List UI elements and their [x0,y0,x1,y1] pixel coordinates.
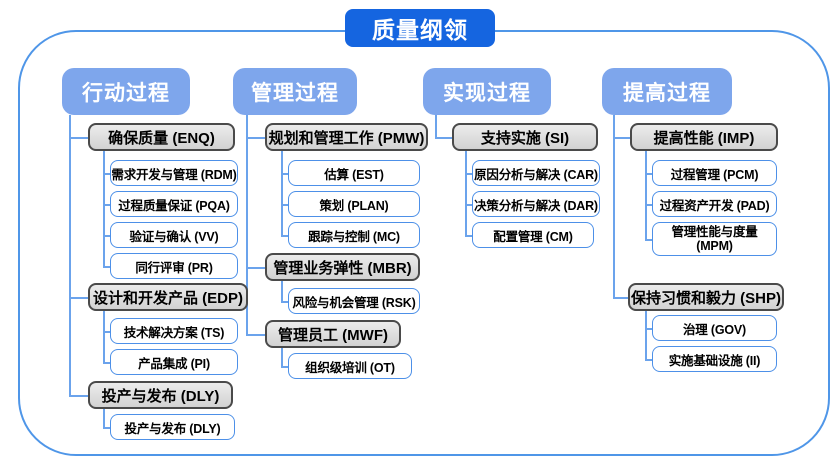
connector-line [281,348,283,366]
connector-line [103,235,110,237]
process-child-node: 配置管理 (CM) [472,222,594,248]
connector-line [103,362,110,364]
process-group-node: 管理业务弹性 (MBR) [265,253,420,281]
process-child-node: 组织级培训 (OT) [288,353,412,379]
connector-line [281,281,283,301]
connector-line [103,409,105,427]
connector-line [246,137,265,139]
process-child-node: 需求开发与管理 (RDM) [110,160,238,186]
process-child-node: 估算 (EST) [288,160,420,186]
process-child-node: 技术解决方案 (TS) [110,318,238,344]
process-group-node: 管理员工 (MWF) [265,320,401,348]
connector-line [645,311,647,359]
process-child-node: 过程管理 (PCM) [652,160,777,186]
connector-line [645,359,652,361]
process-child-node: 策划 (PLAN) [288,191,420,217]
process-group-node: 设计和开发产品 (EDP) [88,283,248,311]
connector-line [103,311,105,362]
process-group-node: 确保质量 (ENQ) [88,123,235,151]
connector-line [103,151,105,266]
connector-line [465,151,467,235]
process-group-node: 保持习惯和毅力 (SHP) [628,283,784,311]
connector-line [435,115,437,137]
column-header-1: 行动过程 [62,68,190,115]
connector-line [281,235,288,237]
connector-line [103,204,110,206]
column-header-3: 实现过程 [423,68,551,115]
connector-line [465,235,472,237]
process-child-node: 投产与发布 (DLY) [110,414,235,440]
process-child-node: 跟踪与控制 (MC) [288,222,420,248]
process-group-node: 提高性能 (IMP) [630,123,778,151]
connector-line [435,137,452,139]
connector-line [103,427,110,429]
connector-line [246,267,265,269]
connector-line [613,137,630,139]
process-child-node: 实施基础设施 (II) [652,346,777,372]
connector-line [69,115,71,395]
connector-line [613,297,628,299]
process-child-node: 同行评审 (PR) [110,253,238,279]
process-child-node: 治理 (GOV) [652,315,777,341]
connector-line [281,204,288,206]
column-header-2: 管理过程 [233,68,357,115]
process-child-node: 风险与机会管理 (RSK) [288,288,420,314]
column-header-4: 提高过程 [602,68,732,115]
process-group-node: 规划和管理工作 (PMW) [265,123,428,151]
process-child-node: 验证与确认 (VV) [110,222,238,248]
process-child-node: 管理性能与度量 (MPM) [652,222,777,256]
connector-line [246,115,248,334]
process-group-node: 支持实施 (SI) [452,123,598,151]
process-child-node: 决策分析与解决 (DAR) [472,191,600,217]
connector-line [103,266,110,268]
connector-line [465,204,472,206]
connector-line [69,297,88,299]
connector-line [69,395,88,397]
connector-line [645,204,652,206]
process-child-node: 原因分析与解决 (CAR) [472,160,600,186]
process-child-node: 过程质量保证 (PQA) [110,191,238,217]
connector-line [281,366,288,368]
connector-line [645,173,652,175]
connector-line [613,115,615,297]
process-group-node: 投产与发布 (DLY) [88,381,233,409]
process-child-node: 产品集成 (PI) [110,349,238,375]
process-child-node: 过程资产开发 (PAD) [652,191,777,217]
connector-line [246,334,265,336]
connector-line [103,331,110,333]
connector-line [465,173,472,175]
connector-line [645,151,647,239]
connector-line [281,301,288,303]
connector-line [281,151,283,235]
diagram-title: 质量纲领 [345,9,495,47]
connector-line [645,328,652,330]
connector-line [281,173,288,175]
connector-line [645,239,652,241]
connector-line [103,173,110,175]
connector-line [69,137,88,139]
